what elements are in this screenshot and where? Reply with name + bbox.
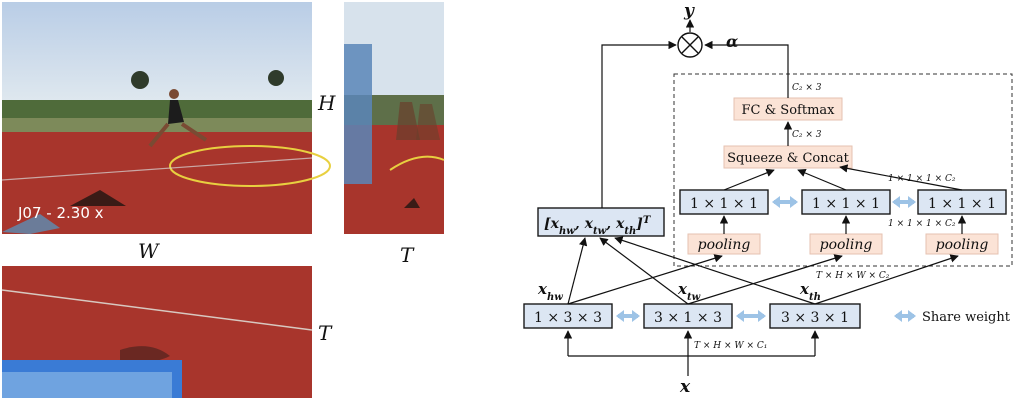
- input-x: x: [679, 377, 691, 397]
- attention-module-outline: [673, 73, 1013, 267]
- conv-th-label: 3 × 3 × 1: [781, 310, 849, 326]
- branch-label-th: xth: [799, 280, 821, 303]
- ht-slice-image: [344, 2, 445, 234]
- share-weight-legend-label: Share weight: [922, 310, 1011, 325]
- pooling-label-1: pooling: [698, 237, 751, 253]
- fc-softmax-label: FC & Softmax: [742, 103, 836, 118]
- share-weight-arrow-top-2: [892, 196, 916, 208]
- tw-slice-image: [1, 266, 313, 398]
- conv111-box-2: [801, 189, 891, 215]
- dim-c2-b: 1 × 1 × 1 × C₂: [888, 219, 956, 229]
- dim-mid: T × H × W × C₂: [816, 271, 890, 281]
- conv-hw-box: [523, 303, 613, 329]
- pooling-label-3: pooling: [936, 237, 989, 253]
- conv-tw-box: [643, 303, 733, 329]
- alpha-label: α: [726, 32, 738, 51]
- conv111-label-2: 1 × 1 × 1: [812, 196, 880, 212]
- share-weight-arrow-bottom-1: [616, 310, 640, 322]
- branch-label-hw: xhw: [537, 280, 563, 303]
- branch-label-tw: xtw: [677, 280, 701, 303]
- dim-input: T × H × W × C₁: [694, 341, 767, 351]
- axis-t-label-middle: T: [400, 243, 415, 267]
- axis-t-label-bottom: T: [318, 321, 333, 345]
- runner: [148, 89, 208, 148]
- frame-overlay-text: J07 - 2.30 x: [17, 204, 104, 222]
- output-y: y: [683, 1, 695, 21]
- share-weight-arrow-top-1: [772, 196, 798, 208]
- conv111-box-1: [679, 189, 769, 215]
- squeeze-concat-label: Squeeze & Concat: [727, 151, 850, 166]
- dim-fc-in: C₂ × 3: [792, 130, 822, 140]
- dim-c2-a: 1 × 1 × 1 × C₂: [888, 174, 956, 184]
- conv111-box-3: [917, 189, 1007, 215]
- conv-tw-label: 3 × 1 × 3: [654, 310, 722, 326]
- axis-h-label: H: [317, 91, 336, 115]
- share-weight-arrow-bottom-2: [736, 310, 766, 322]
- pooling-label-2: pooling: [820, 237, 873, 253]
- concat-box: [537, 207, 665, 237]
- dim-fc-out: C₂ × 3: [792, 83, 822, 93]
- multiply-node: [677, 32, 703, 58]
- hw-frame-image: J07 - 2.30 x: [1, 2, 331, 234]
- conv111-label-1: 1 × 1 × 1: [690, 196, 758, 212]
- conv-hw-label: 1 × 3 × 3: [534, 310, 602, 326]
- concat-label: [xhw, xtw, xth]T: [544, 215, 652, 237]
- share-weight-legend-icon: [894, 310, 916, 322]
- axis-w-label: W: [138, 239, 160, 263]
- conv111-label-3: 1 × 1 × 1: [928, 196, 996, 212]
